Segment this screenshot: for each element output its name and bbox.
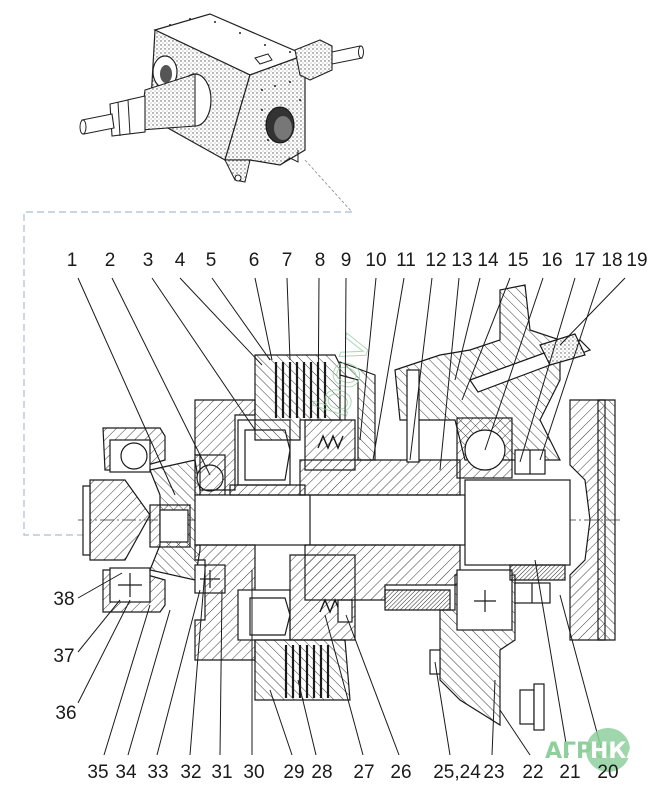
callout-3: 3 (143, 250, 154, 271)
callout-23: 23 (483, 762, 504, 783)
callout-7: 7 (282, 250, 293, 271)
callout-20: 20 (597, 762, 618, 783)
callout-22: 22 (522, 762, 543, 783)
callout-15: 15 (507, 250, 528, 271)
callout-11: 11 (396, 250, 416, 271)
dashed-frame (23, 211, 352, 536)
callout-2: 2 (105, 250, 116, 271)
clutch-discs-lower (284, 645, 330, 698)
callout-14: 14 (477, 250, 499, 271)
callout-4: 4 (175, 250, 186, 271)
callout-16: 16 (541, 250, 562, 271)
callout-38: 38 (53, 589, 74, 610)
callout-18: 18 (601, 250, 622, 271)
callout-26: 26 (390, 762, 411, 783)
gearbox-cross-section (78, 284, 620, 731)
callout-27: 27 (353, 762, 374, 783)
callout-32: 32 (180, 762, 201, 783)
callout-37: 37 (53, 646, 74, 667)
callout-12: 12 (425, 250, 446, 271)
callout-34: 34 (115, 762, 137, 783)
callout-35: 35 (87, 762, 108, 783)
callout-31: 31 (211, 762, 232, 783)
agronka-watermark: АГРО НКА (545, 728, 643, 772)
inset-leader-line (304, 159, 353, 213)
watermark-right-text: НКА (590, 739, 643, 764)
watermark-left-text: АГРО (545, 739, 611, 764)
leader-lines (77, 277, 626, 756)
callout-25-24: 25,24 (433, 762, 481, 783)
callout-8: 8 (315, 250, 326, 271)
callout-19: 19 (626, 250, 647, 271)
callout-30: 30 (243, 762, 264, 783)
callout-36: 36 (55, 703, 76, 724)
callout-13: 13 (451, 250, 472, 271)
callout-9: 9 (341, 250, 352, 271)
callout-21: 21 (559, 762, 580, 783)
callout-6: 6 (249, 250, 260, 271)
callout-1: 1 (67, 250, 78, 271)
callout-10: 10 (365, 250, 386, 271)
gearbox-3d-inset (79, 13, 364, 183)
callout-29: 29 (283, 762, 304, 783)
callout-28: 28 (311, 762, 332, 783)
callout-5: 5 (206, 250, 217, 271)
callout-17: 17 (574, 250, 595, 271)
callout-33: 33 (147, 762, 168, 783)
left-callouts: 38 37 36 (53, 589, 76, 724)
